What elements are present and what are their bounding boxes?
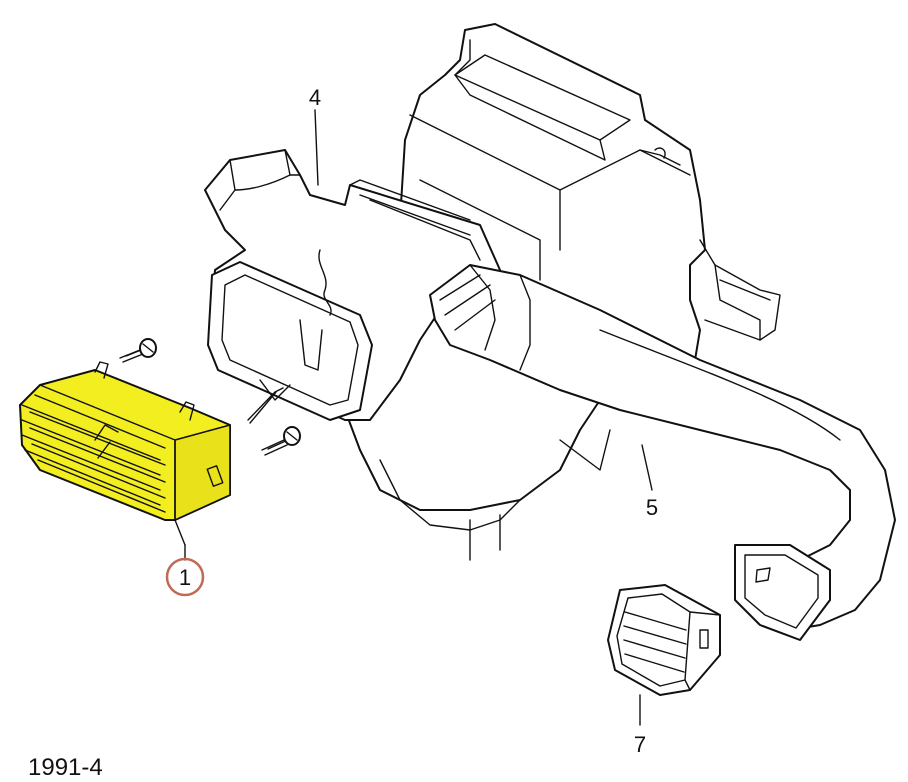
diagram-code: 1991-4 [28,754,103,781]
screw-leader-lines [247,387,284,424]
duct-5 [429,264,896,641]
leader-lines [184,109,653,561]
callout-5: 5 [646,495,658,520]
callout-ring [165,557,205,597]
callout-7: 7 [634,732,646,757]
vent-register-1[interactable] [19,361,231,546]
duct-4 [204,149,501,421]
screw-lower [261,426,301,456]
callout-4: 4 [309,85,321,110]
callout-1: 1 [179,565,191,590]
screw-upper [119,338,157,363]
vent-7 [607,584,721,726]
callout-1-highlight[interactable]: 1 [165,557,205,597]
